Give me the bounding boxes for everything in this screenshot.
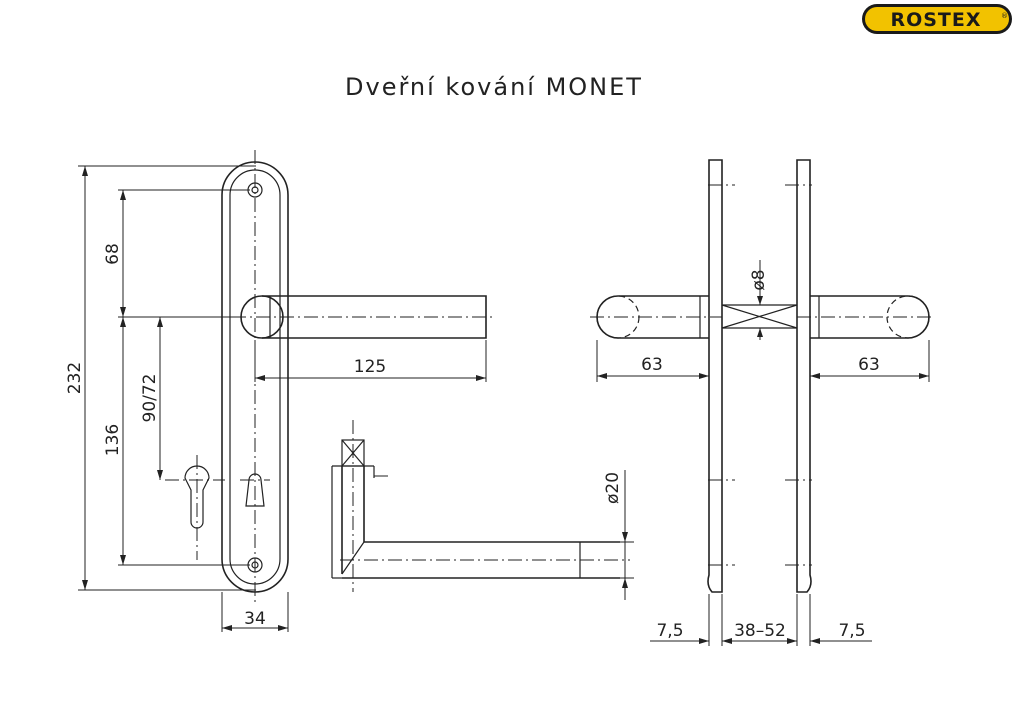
dim-plate-width: 34 — [244, 609, 266, 629]
logo-text: ROSTEX — [890, 9, 981, 31]
dim-handle-diameter: ø20 — [603, 472, 623, 504]
side-view: ø8 63 63 7,5 38–52 7,5 — [590, 159, 935, 646]
lever-top-view: ø20 — [331, 420, 634, 600]
rostex-logo: ROSTEX ® — [862, 4, 1012, 34]
bit-keyhole — [245, 473, 265, 507]
dim-handle-to-key: 90/72 — [140, 374, 160, 423]
dim-total-height: 232 — [65, 362, 85, 394]
dim-plate-thickness-left: 7,5 — [656, 621, 683, 641]
dim-top-to-handle: 68 — [103, 243, 123, 265]
cylinder-keyhole — [165, 455, 225, 560]
dim-projection-left: 63 — [641, 355, 663, 375]
dim-projection-right: 63 — [858, 355, 880, 375]
drawing-title: Dveřní kování MONET — [345, 73, 643, 101]
dim-handle-length: 125 — [354, 357, 386, 377]
front-view: 232 68 136 90/72 34 125 — [65, 150, 492, 632]
right-plate-profile — [796, 159, 812, 593]
logo-background — [865, 7, 1009, 31]
dim-plate-thickness-right: 7,5 — [838, 621, 865, 641]
logo-registered-mark: ® — [1001, 12, 1008, 20]
dim-door-thickness: 38–52 — [734, 621, 786, 641]
dim-spindle: ø8 — [749, 269, 769, 290]
left-plate-profile — [707, 159, 723, 593]
dim-handle-to-bottom: 136 — [103, 424, 123, 456]
handle-lever — [262, 295, 487, 339]
